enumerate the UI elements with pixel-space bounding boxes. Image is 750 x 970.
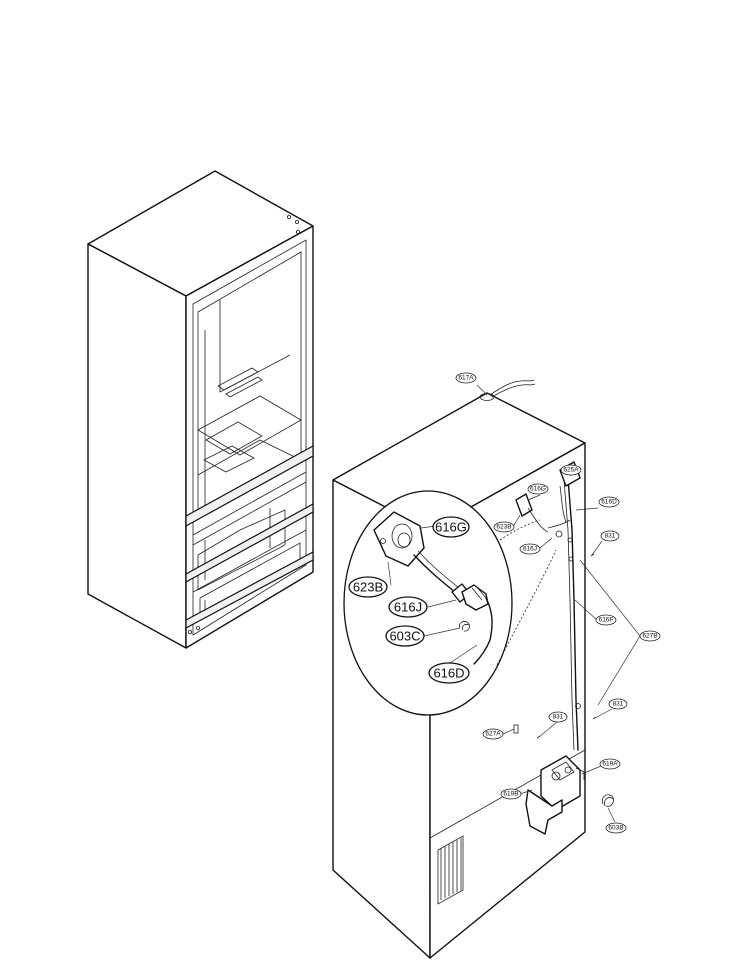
detail-view bbox=[343, 490, 557, 716]
callout-623B: 623B bbox=[493, 521, 515, 533]
callout-616J-large-text: 616J bbox=[394, 600, 422, 615]
callout-831-a-text: 831 bbox=[605, 533, 616, 540]
callout-831-c-text: 831 bbox=[553, 714, 564, 721]
callout-623B-text: 623B bbox=[496, 524, 511, 531]
callout-627B: 627B bbox=[639, 630, 661, 642]
bracket-623B-detail bbox=[373, 511, 425, 567]
callout-616D-large: 616D bbox=[428, 662, 470, 684]
callout-603B: 603B bbox=[605, 822, 627, 834]
callout-619A-text: 619A bbox=[602, 761, 618, 768]
valve-part-623B bbox=[515, 493, 533, 517]
callout-625A-text: 625A bbox=[563, 467, 579, 474]
callout-617A-text: 617A bbox=[458, 375, 474, 382]
clamp-603C-detail bbox=[459, 621, 470, 632]
callout-616F-text: 616F bbox=[599, 617, 614, 624]
callout-616D: 616D bbox=[598, 496, 620, 508]
callout-627A-text: 627A bbox=[485, 731, 501, 738]
callout-831-b: 831 bbox=[608, 698, 628, 710]
vent-grille bbox=[437, 835, 464, 905]
callout-831-c: 831 bbox=[548, 711, 568, 723]
callout-603B-text: 603B bbox=[608, 825, 623, 832]
callout-616J-large: 616J bbox=[388, 596, 428, 618]
callout-616D-text: 616D bbox=[601, 499, 617, 506]
cabinet-left-side bbox=[87, 243, 187, 649]
callout-623B-large: 623B bbox=[348, 576, 388, 598]
callout-616G-text: 616G bbox=[530, 486, 546, 493]
callout-619B: 619B bbox=[500, 788, 522, 800]
cabinet-front bbox=[185, 225, 314, 649]
clamp-603B bbox=[601, 794, 614, 807]
callout-619B-text: 619B bbox=[503, 791, 518, 798]
callout-623B-large-text: 623B bbox=[353, 580, 383, 595]
callout-616D-large-text: 616D bbox=[433, 666, 464, 681]
refrigerator-cabinet-front-view bbox=[87, 170, 314, 649]
water-valve-assembly bbox=[525, 755, 585, 835]
tube-616G-detail bbox=[413, 554, 456, 593]
callout-831-b-text: 831 bbox=[613, 701, 624, 708]
callout-831-a: 831 bbox=[600, 530, 620, 542]
callout-616G-large: 616G bbox=[432, 516, 470, 538]
callout-617A: 617A bbox=[455, 372, 477, 384]
callout-619A: 619A bbox=[599, 758, 621, 770]
cord-inlet bbox=[479, 393, 495, 401]
callout-603C-large: 603C bbox=[385, 625, 425, 647]
callout-616J: 616J bbox=[519, 543, 541, 555]
connector-616J-detail bbox=[451, 583, 489, 611]
callout-616G: 616G bbox=[527, 483, 549, 495]
tube-616D-detail bbox=[473, 597, 493, 665]
callout-627A: 627A bbox=[482, 728, 504, 740]
callout-616J-text: 616J bbox=[523, 546, 537, 553]
callout-616F: 616F bbox=[595, 614, 617, 626]
callout-627B-text: 627B bbox=[642, 633, 657, 640]
callout-603C-large-text: 603C bbox=[389, 629, 420, 644]
callout-625A: 625A bbox=[560, 464, 582, 476]
callout-616G-large-text: 616G bbox=[435, 520, 467, 535]
